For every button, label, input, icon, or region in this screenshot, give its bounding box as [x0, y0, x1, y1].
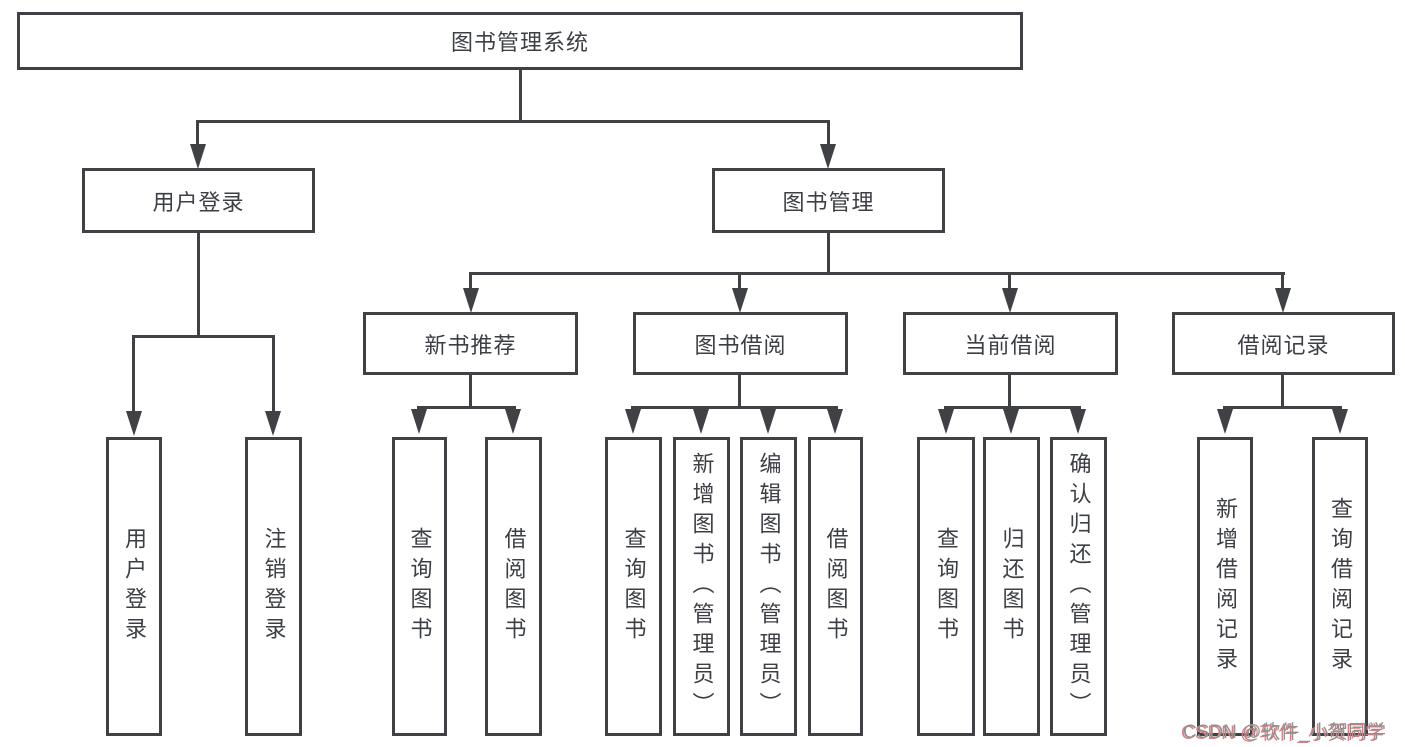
- leaf-currentborrow-return-books: 归还图书: [983, 437, 1040, 736]
- node-label: 图书管理: [782, 189, 875, 215]
- connector-bookmgmt-stem: [827, 233, 830, 274]
- leaf-label: 借阅图书: [823, 526, 849, 647]
- arrow-leaf-logout: [265, 411, 281, 436]
- leaf-label: 查询图书: [621, 526, 647, 647]
- leaf-label: 新增图书（管理员）: [689, 451, 715, 722]
- arrow-new-books: [463, 288, 479, 313]
- connector-currentborrow-hline: [944, 406, 1081, 409]
- leaf-newbooks-borrow-books: 借阅图书: [485, 437, 542, 736]
- leaf-user-login: 用户登录: [106, 437, 162, 736]
- connector-drop-current-borrow: [1008, 274, 1011, 292]
- leaf-bookborrow-query-books: 查询图书: [605, 437, 662, 736]
- connector-drop-leaf-login: [132, 337, 135, 413]
- node-borrowing-records: 借阅记录: [1172, 312, 1395, 375]
- node-new-book-recommend: 新书推荐: [363, 312, 578, 375]
- connector-bookmgmt-hline: [469, 272, 1285, 275]
- node-label: 图书借阅: [694, 332, 787, 358]
- node-label: 新书推荐: [424, 332, 517, 358]
- node-label: 借阅记录: [1237, 332, 1330, 358]
- leaf-bookborrow-add-books-admin: 新增图书（管理员）: [673, 437, 730, 736]
- leaf-label: 确认归还（管理员）: [1066, 451, 1092, 722]
- arrow-bb-edit: [760, 409, 776, 434]
- leaf-label: 注销登录: [261, 526, 287, 647]
- connector-userlogin-hline: [132, 335, 275, 338]
- leaf-records-add-borrow-record: 新增借阅记录: [1197, 437, 1253, 736]
- leaf-label: 查询图书: [407, 526, 433, 647]
- connector-bookborrow-hline: [631, 406, 838, 409]
- arrow-nb-borrow: [505, 409, 521, 434]
- arrow-bb-query: [625, 409, 641, 434]
- leaf-label: 归还图书: [999, 526, 1025, 647]
- node-label: 用户登录: [152, 189, 245, 215]
- connector-drop-borrow-records: [1281, 274, 1284, 292]
- leaf-currentborrow-query-books: 查询图书: [917, 437, 975, 736]
- arrow-cb-query: [938, 409, 954, 434]
- node-user-login: 用户登录: [82, 168, 315, 233]
- leaf-label: 用户登录: [122, 526, 147, 647]
- leaf-label: 编辑图书（管理员）: [756, 451, 782, 722]
- leaf-newbooks-query-books: 查询图书: [392, 437, 447, 736]
- connector-currentborrow-stem: [1008, 375, 1011, 408]
- connector-borrowrecords-stem: [1281, 375, 1284, 408]
- connector-root-hline: [196, 120, 830, 123]
- arrow-borrow-records: [1275, 288, 1291, 313]
- node-library-management-system: 图书管理系统: [17, 12, 1023, 70]
- connector-drop-user-login: [196, 122, 199, 148]
- connector-userlogin-stem: [197, 233, 200, 337]
- leaf-label: 查询图书: [934, 526, 959, 647]
- connector-newbooks-stem: [469, 375, 472, 408]
- node-current-borrowing: 当前借阅: [903, 312, 1118, 375]
- leaf-currentborrow-confirm-return-admin: 确认归还（管理员）: [1050, 437, 1107, 736]
- connector-root-stem: [519, 68, 522, 122]
- leaf-bookborrow-edit-books-admin: 编辑图书（管理员）: [740, 437, 797, 736]
- leaf-label: 查询借阅记录: [1328, 496, 1353, 677]
- connector-borrowrecords-hline: [1223, 406, 1342, 409]
- arrow-br-add: [1217, 409, 1233, 434]
- arrow-cb-confirm: [1070, 409, 1086, 434]
- arrow-leaf-login: [126, 411, 142, 436]
- leaf-logout: 注销登录: [245, 437, 302, 736]
- connector-drop-book-mgmt: [827, 122, 830, 148]
- connector-bookborrow-stem: [738, 375, 741, 408]
- node-book-borrowing: 图书借阅: [633, 312, 848, 375]
- arrow-current-borrow: [1002, 288, 1018, 313]
- node-label: 当前借阅: [964, 332, 1057, 358]
- arrow-bb-add: [693, 409, 709, 434]
- arrow-bb-borrow: [827, 409, 843, 434]
- connector-newbooks-hline: [417, 406, 516, 409]
- arrow-book-borrow: [732, 288, 748, 313]
- arrow-cb-return: [1003, 409, 1019, 434]
- connector-drop-new-books: [469, 274, 472, 292]
- leaf-bookborrow-borrow-books: 借阅图书: [808, 437, 863, 736]
- connector-drop-leaf-logout: [272, 337, 275, 413]
- connector-drop-book-borrow: [738, 274, 741, 292]
- leaf-label: 借阅图书: [501, 526, 527, 647]
- arrow-nb-query: [411, 409, 427, 434]
- leaf-label: 新增借阅记录: [1213, 496, 1238, 677]
- arrow-book-mgmt: [820, 144, 836, 169]
- arrow-br-query: [1332, 409, 1348, 434]
- arrow-user-login: [190, 144, 206, 169]
- csdn-watermark: CSDN @软件_小贺同学: [1183, 722, 1386, 743]
- node-label: 图书管理系统: [450, 30, 589, 55]
- leaf-records-query-borrow-record: 查询借阅记录: [1312, 437, 1368, 736]
- node-book-management: 图书管理: [712, 168, 945, 233]
